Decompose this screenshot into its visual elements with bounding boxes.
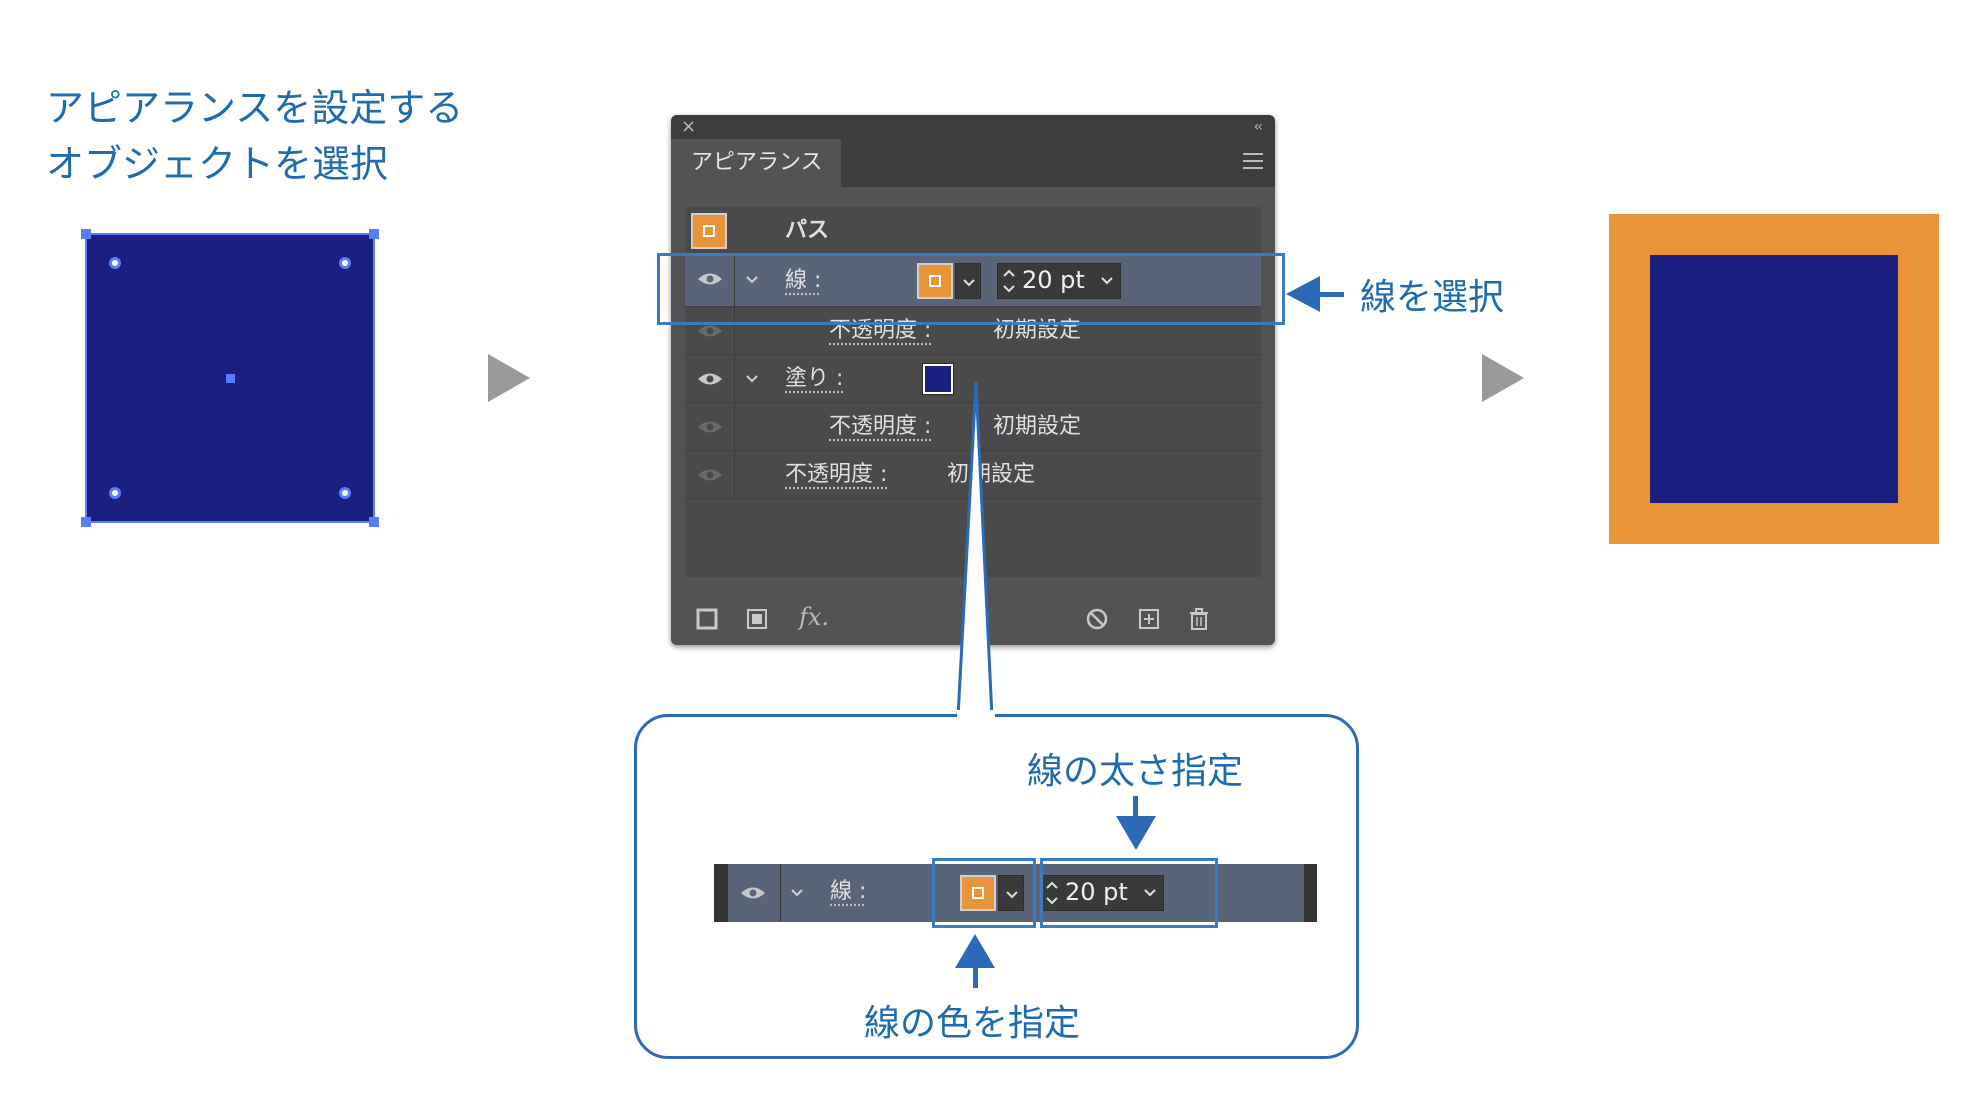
eye-icon[interactable] <box>697 272 723 286</box>
arrow-shaft <box>1133 796 1138 818</box>
visibility-cell[interactable] <box>685 451 735 498</box>
opacity-label[interactable]: 不透明度 : <box>829 414 932 439</box>
fx-icon[interactable]: fx. <box>799 603 830 631</box>
arrow-shaft <box>1318 292 1344 297</box>
opacity-label[interactable]: 不透明度 : <box>785 462 888 487</box>
visibility-cell[interactable] <box>685 307 735 354</box>
step1-title-line2: オブジェクトを選択 <box>46 142 389 186</box>
collapse-icon[interactable]: ‹‹ <box>1253 119 1263 135</box>
step1-title-line1: アピアランスを設定する <box>46 86 464 130</box>
eye-icon[interactable] <box>697 372 723 386</box>
callout-pointer <box>956 381 994 718</box>
fill-color-swatch[interactable] <box>922 363 954 395</box>
trash-icon[interactable] <box>1187 607 1211 631</box>
chevron-down-icon[interactable] <box>790 886 804 900</box>
corner-handle[interactable] <box>81 229 91 239</box>
eye-icon[interactable] <box>697 420 723 434</box>
fill-label: 塗り : <box>785 366 844 391</box>
stroke-row-highlight <box>657 253 1285 325</box>
stroke-color-dropdown[interactable] <box>955 263 981 299</box>
fill-row[interactable]: 塗り : <box>685 355 1261 403</box>
arrow-down-icon <box>1116 816 1156 850</box>
chevron-down-icon[interactable] <box>1100 274 1114 288</box>
path-row[interactable]: パス <box>685 207 1261 255</box>
zoomed-row-body[interactable]: 線 : 20 pt <box>728 864 1304 922</box>
path-label: パス <box>785 218 830 243</box>
close-icon[interactable]: × <box>681 116 697 137</box>
chevron-down-icon <box>1006 891 1018 899</box>
arrow-left-icon <box>1286 276 1320 312</box>
stroke-weight-value[interactable]: 20 pt <box>1022 266 1085 294</box>
stroke-label: 線 : <box>830 879 867 904</box>
step-arrow-icon <box>1482 354 1524 402</box>
stepper-arrows-icon[interactable] <box>1002 266 1016 296</box>
select-stroke-label: 線を選択 <box>1360 277 1505 318</box>
visibility-cell[interactable] <box>728 864 781 922</box>
panel-menu-icon[interactable] <box>1243 153 1263 169</box>
chevron-down-icon <box>963 279 975 287</box>
corner-widget[interactable] <box>339 257 351 269</box>
corner-widget[interactable] <box>109 257 121 269</box>
corner-handle[interactable] <box>81 517 91 527</box>
result-square-stroke <box>1609 214 1939 544</box>
chevron-down-icon[interactable] <box>745 372 759 386</box>
step-arrow-icon <box>488 354 530 402</box>
visibility-cell[interactable] <box>685 355 735 402</box>
result-square-fill <box>1650 255 1898 503</box>
chevron-down-icon[interactable] <box>745 273 759 287</box>
center-point <box>226 374 235 383</box>
appearance-panel: × ‹‹ アピアランス パス 線 : 20 pt <box>671 115 1275 645</box>
appearance-list: パス 線 : 20 pt 不透明度 : 初期設定 <box>685 207 1261 577</box>
corner-handle[interactable] <box>369 517 379 527</box>
stroke-weight-value[interactable]: 20 pt <box>1065 878 1128 906</box>
eye-icon[interactable] <box>740 886 766 900</box>
step1-title: アピアランスを設定する オブジェクトを選択 <box>46 80 463 192</box>
stroke-color-dropdown[interactable] <box>998 875 1024 911</box>
opacity-value: 初期設定 <box>993 414 1082 439</box>
stroke-color-label: 線の色を指定 <box>864 1003 1081 1044</box>
stepper-arrows-icon[interactable] <box>1045 878 1059 908</box>
square-outline-icon[interactable] <box>695 607 719 631</box>
eye-icon[interactable] <box>697 468 723 482</box>
corner-widget[interactable] <box>109 487 121 499</box>
path-thumbnail-icon <box>691 213 727 249</box>
selected-square-object[interactable] <box>81 229 379 527</box>
eye-icon[interactable] <box>697 324 723 338</box>
visibility-cell[interactable] <box>685 403 735 450</box>
stroke-weight-highlight <box>1040 858 1218 928</box>
visibility-cell[interactable] <box>685 255 735 306</box>
stroke-color-swatch[interactable] <box>960 875 996 911</box>
corner-handle[interactable] <box>369 229 379 239</box>
square-filled-icon[interactable] <box>745 607 769 631</box>
stroke-weight-label: 線の太さ指定 <box>1027 751 1244 792</box>
no-entry-icon[interactable] <box>1085 607 1109 631</box>
tab-appearance[interactable]: アピアランス <box>671 139 841 187</box>
stroke-color-highlight <box>932 858 1036 928</box>
stroke-color-swatch[interactable] <box>917 263 953 299</box>
stroke-label: 線 : <box>785 268 822 293</box>
panel-titlebar: × ‹‹ <box>671 115 1275 139</box>
stroke-row[interactable]: 線 : 20 pt <box>685 255 1261 307</box>
plus-square-icon[interactable] <box>1137 607 1161 631</box>
arrow-up-icon <box>955 934 995 968</box>
arrow-shaft <box>973 966 978 988</box>
corner-widget[interactable] <box>339 487 351 499</box>
opacity-value: 初期設定 <box>947 462 1036 487</box>
chevron-down-icon[interactable] <box>1143 886 1157 900</box>
panel-tabbar: アピアランス <box>671 139 1275 187</box>
callout-pointer-gap <box>957 710 995 718</box>
stroke-weight-stepper[interactable]: 20 pt <box>997 263 1121 299</box>
